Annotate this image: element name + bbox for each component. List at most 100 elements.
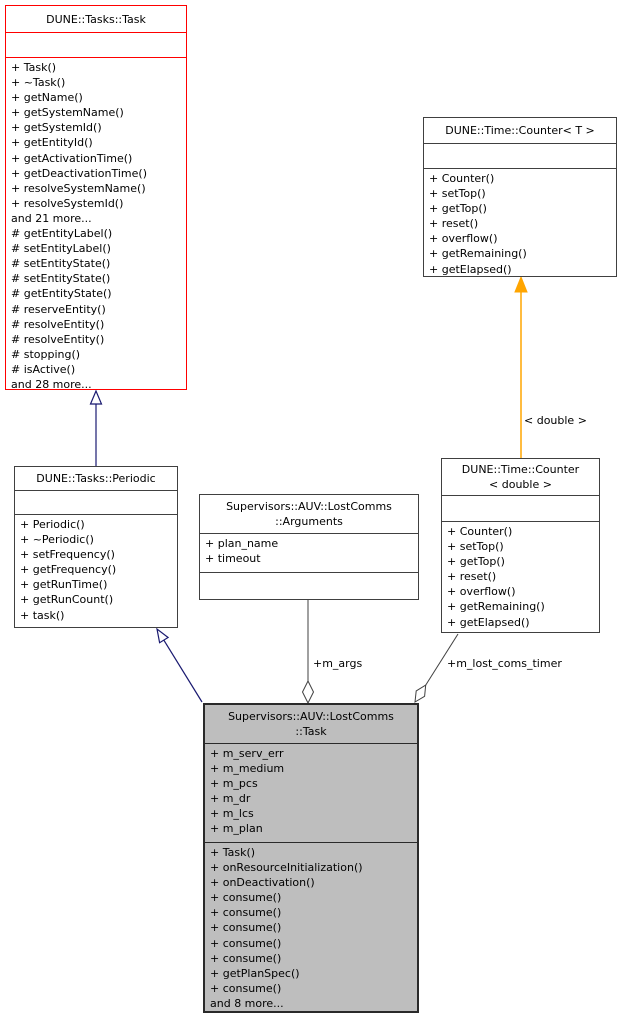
method-line: + resolveSystemName() [11,181,146,195]
method-line: + getActivationTime() [11,151,133,165]
attribute-line: + m_medium [210,762,285,776]
class-box-dune-tasks-task[interactable]: DUNE::Tasks::Task + Task()+ ~Task()+ get… [5,5,187,390]
method-line: # setEntityState() [11,257,111,271]
method-line: + consume() [210,951,282,965]
class-title: DUNE::Time::Counter< T > [424,118,616,143]
method-line: and 28 more... [11,377,92,389]
method-line: + getRemaining() [447,600,545,614]
method-line: + reset() [447,570,497,584]
class-title-line: DUNE::Tasks::Task [46,12,146,26]
class-methods: + Periodic() + ~Periodic()+ setFrequency(… [15,514,177,627]
class-title-line: DUNE::Tasks::Periodic [36,472,156,485]
method-line: + consume() [210,921,282,935]
method-line: + ~Periodic() [20,533,94,547]
inheritance-arrowhead-lostcomms-task-to-periodic [156,627,170,644]
method-line: + setFrequency() [20,548,115,562]
inheritance-edge-lostcomms-task-to-periodic [163,639,203,703]
method-line: + overflow() [447,585,516,599]
method-line: + getRunCount() [20,593,114,607]
method-line: # setEntityLabel() [11,242,111,256]
method-line: + getTop() [447,555,505,569]
class-box-dune-time-counter-double[interactable]: DUNE::Time::Counter< double > + Counter(… [441,458,600,633]
method-line: + getPlanSpec() [210,966,300,980]
method-line: # resolveEntity() [11,317,105,331]
class-box-lostcomms-task[interactable]: Supervisors::AUV::LostComms::Task + m_se… [203,703,419,1013]
method-line: # setEntityState() [11,272,111,286]
class-attributes [442,495,599,521]
method-line: + getTop() [429,202,487,216]
class-title: DUNE::Tasks::Periodic [15,467,177,490]
template-arrowhead-counter-double-to-counter-t [514,275,528,293]
class-box-lostcomms-arguments[interactable]: Supervisors::AUV::LostComms::Arguments +… [199,494,419,600]
method-line: and 21 more... [11,211,92,225]
class-title-line: ::Arguments [275,515,343,528]
class-attributes: + plan_name + timeout [200,533,418,572]
method-line: + consume() [210,906,282,920]
edge-label-m-args: +m_args [313,657,363,670]
method-line: + getSystemName() [11,106,124,120]
class-methods: + Counter() + setTop()+ getTop()+ reset()… [442,521,599,632]
class-methods: + Task()+ onResourceInitialization()+ on… [205,842,417,1011]
class-title-line: Supervisors::AUV::LostComms [228,710,394,723]
class-title-line: DUNE::Time::Counter [461,463,580,476]
method-line: and 8 more... [210,996,284,1010]
class-attributes: + m_serv_err + m_medium+ m_pcs+ m_dr+ m_l… [205,743,417,842]
method-line: + Periodic() [20,518,85,531]
class-title: Supervisors::AUV::LostComms::Arguments [200,495,418,533]
class-methods: + Task() + ~Task()+ getName()+ getSystemN… [6,57,186,389]
method-line: + consume() [210,936,282,950]
method-line: + setTop() [447,540,504,554]
class-title-line: DUNE::Time::Counter< T > [445,124,595,137]
class-title-line: Supervisors::AUV::LostComms [226,500,392,513]
method-line: + Task() [11,61,57,74]
edge-label-template-double: < double > [524,414,587,427]
attribute-line: + plan_name [205,537,279,550]
method-line: # resolveEntity() [11,332,105,346]
class-title-line: < double > [489,478,552,491]
method-line: + getRunTime() [20,578,108,592]
class-title-line: ::Task [295,725,327,738]
class-attributes [6,32,186,57]
class-title: Supervisors::AUV::LostComms::Task [205,705,417,743]
method-line: + Counter() [447,525,513,538]
method-line: + reset() [429,217,479,231]
class-title: DUNE::Time::Counter< double > [442,459,599,495]
method-line: + Task() [210,846,256,859]
attribute-line: + m_serv_err [210,747,284,760]
attribute-line: + m_dr [210,792,251,806]
method-line: + getFrequency() [20,563,117,577]
aggregation-diamond-m-lost-coms-timer [414,684,427,703]
method-line: + task() [20,608,65,622]
method-line: + getDeactivationTime() [11,166,147,180]
method-line: # stopping() [11,347,81,361]
attribute-line: + m_pcs [210,777,258,791]
aggregation-diamond-m-args [301,679,315,705]
method-line: + getElapsed() [447,615,530,629]
method-line: + getRemaining() [429,247,527,261]
method-line: + getEntityId() [11,136,93,150]
method-line: + onResourceInitialization() [210,861,363,875]
edge-label-m-lost-coms-timer: +m_lost_coms_timer [447,657,562,670]
attribute-line: + timeout [205,552,261,566]
class-attributes [15,490,177,514]
class-title: DUNE::Tasks::Task [6,6,186,32]
inheritance-arrowhead-periodic-to-task [89,389,103,405]
class-box-dune-time-counter-t[interactable]: DUNE::Time::Counter< T > + Counter()+ se… [423,117,617,277]
method-line: + consume() [210,981,282,995]
class-box-dune-tasks-periodic[interactable]: DUNE::Tasks::Periodic + Periodic()+ ~Per… [14,466,178,628]
class-methods: + Counter()+ setTop()+ getTop()+ reset()… [424,168,616,276]
class-attributes [424,143,616,168]
method-line: # isActive() [11,362,76,376]
attribute-line: + m_lcs [210,807,254,821]
method-line: + overflow() [429,232,498,246]
method-line: # reserveEntity() [11,302,106,316]
method-line: # getEntityLabel() [11,227,113,241]
method-line: + getName() [11,91,83,105]
attribute-line: + m_plan [210,822,263,836]
method-line: + consume() [210,891,282,905]
class-methods [200,572,418,599]
method-line: + ~Task() [11,76,66,90]
method-line: # getEntityState() [11,287,112,301]
method-line: + Counter() [429,172,495,185]
